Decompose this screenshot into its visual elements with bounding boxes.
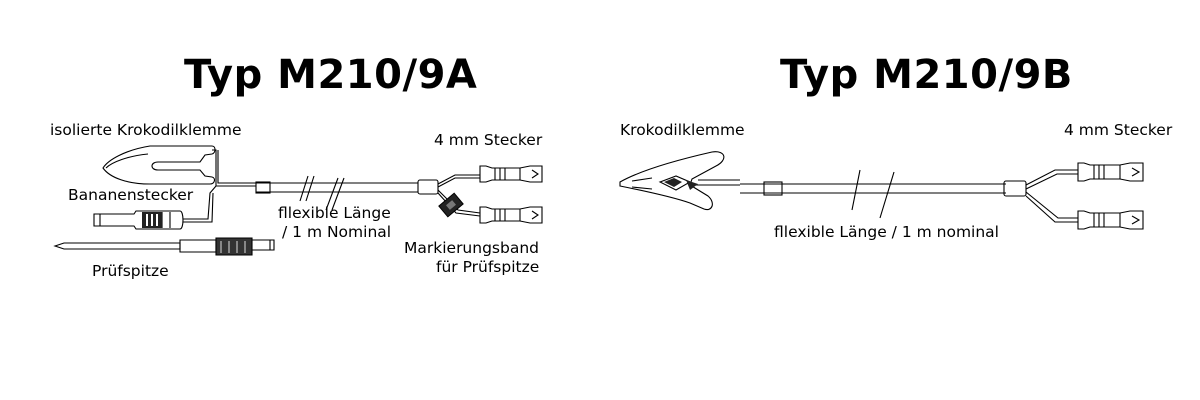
label-marker-band-1: Markierungsband	[404, 239, 539, 257]
label-isolated-clip: isolierte Krokodilklemme	[50, 121, 242, 139]
plug-upper-figure-9b	[1077, 162, 1144, 182]
label-marker-band-2: für Prüfspitze	[436, 258, 540, 276]
label-flexible-length-2: / 1 m Nominal	[282, 223, 392, 241]
clip-lead	[212, 149, 256, 187]
label-flexible-length-9b: fllexible Länge / 1 m nominal	[774, 223, 999, 241]
title-m210-9a: Typ M210/9A	[184, 52, 478, 98]
main-cable	[256, 182, 418, 193]
plug-lower-figure	[479, 206, 543, 224]
diagram-m210-9a	[53, 145, 543, 256]
label-banana-plug: Bananenstecker	[68, 186, 194, 204]
lower-split-lead	[437, 189, 481, 217]
probe-tip-figure	[53, 237, 271, 256]
banana-lead	[183, 185, 217, 223]
marker-band-figure	[438, 192, 464, 218]
break-marks	[299, 175, 345, 211]
label-4mm-plug-right: 4 mm Stecker	[1064, 121, 1173, 139]
label-flexible-length-1: fllexible Länge	[278, 204, 391, 222]
alligator-clip-figure	[619, 151, 740, 211]
main-cable-9b	[740, 183, 1006, 194]
sleeve-left	[255, 181, 271, 194]
plug-lower-figure-9b	[1077, 210, 1144, 230]
title-m210-9b: Typ M210/9B	[780, 52, 1073, 98]
label-4mm-plug-left: 4 mm Stecker	[434, 131, 543, 149]
upper-split-lead-9b	[1025, 169, 1078, 190]
lower-split-lead-9b	[1025, 191, 1078, 223]
sleeve-left-9b	[763, 181, 783, 196]
label-probe-tip: Prüfspitze	[92, 262, 169, 280]
isolated-alligator-clip-figure	[102, 145, 216, 185]
break-marks-9b	[851, 169, 895, 219]
sleeve-right-9b	[1003, 180, 1027, 197]
plug-upper-figure	[479, 165, 543, 183]
upper-split-lead	[437, 174, 480, 188]
label-alligator-clip: Krokodilklemme	[620, 121, 745, 139]
